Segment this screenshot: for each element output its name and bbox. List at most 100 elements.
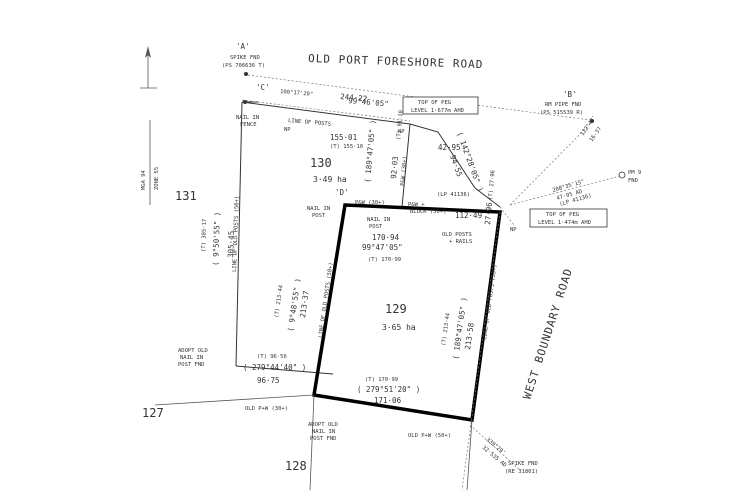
svg-text:P&W (30+): P&W (30+) bbox=[400, 156, 409, 186]
svg-text:LINE OF OLD POSTS (50+): LINE OF OLD POSTS (50+) bbox=[482, 264, 499, 340]
svg-text:ADOPT OLD: ADOPT OLD bbox=[178, 348, 208, 354]
svg-text:+ RAILS: + RAILS bbox=[449, 239, 472, 245]
svg-text:( 189°47'05" ): ( 189°47'05" ) bbox=[363, 119, 377, 183]
neighbour-boundaries bbox=[154, 394, 473, 491]
svg-text:99°46'05": 99°46'05" bbox=[348, 96, 389, 109]
svg-text:NAIL IN: NAIL IN bbox=[367, 217, 390, 223]
permanent-mark-pm9: PM 9 FND bbox=[618, 170, 641, 184]
svg-text:SPIKE FND: SPIKE FND bbox=[230, 55, 260, 61]
svg-text:NAIL IN: NAIL IN bbox=[236, 115, 259, 121]
svg-text:(T) 170·99: (T) 170·99 bbox=[368, 257, 401, 263]
survey-point-d: 'D' bbox=[335, 188, 349, 197]
lot-129-number: 129 bbox=[385, 302, 407, 316]
svg-text:(PS 706636 T): (PS 706636 T) bbox=[222, 63, 265, 69]
frontage-labels: 112·49 27·96 (T) 27·96 bbox=[455, 170, 515, 226]
svg-text:( 279°51'20" ): ( 279°51'20" ) bbox=[357, 385, 420, 394]
svg-text:NAIL IN: NAIL IN bbox=[307, 206, 330, 212]
svg-text:SPIKE FND: SPIKE FND bbox=[508, 461, 538, 467]
svg-text:170·94: 170·94 bbox=[372, 233, 400, 242]
level-box-right: TOP OF PEG LEVEL 1·474m AHD bbox=[529, 208, 608, 228]
survey-point-c: 'C' bbox=[256, 83, 270, 92]
lot-130-labels: 130 3·49 ha 155·01 (T) 155·10 99°46'05" … bbox=[201, 96, 405, 385]
svg-text:OLD P+W (50+): OLD P+W (50+) bbox=[408, 433, 451, 439]
level-box-top: TOP OF PEG LEVEL 1·677m AHD bbox=[402, 96, 479, 115]
svg-text:NP: NP bbox=[398, 129, 405, 135]
svg-text:(RE 31801): (RE 31801) bbox=[505, 469, 538, 475]
line-of-posts-north bbox=[241, 99, 411, 122]
svg-text:LEVEL 1·474m AHD: LEVEL 1·474m AHD bbox=[538, 220, 591, 226]
north-arrow bbox=[140, 46, 157, 89]
svg-text:(LP 41136): (LP 41136) bbox=[437, 192, 470, 198]
svg-text:(T) 96·56: (T) 96·56 bbox=[257, 354, 287, 360]
svg-text:POST: POST bbox=[369, 224, 383, 230]
survey-point-a: 'A' SPIKE FND (PS 706636 T) bbox=[222, 42, 265, 76]
svg-text:OLD POSTS: OLD POSTS bbox=[442, 232, 472, 238]
neighbour-lot-127: 127 bbox=[142, 406, 164, 420]
svg-text:TOP OF PEG: TOP OF PEG bbox=[418, 100, 451, 106]
neighbour-lot-128: 128 bbox=[285, 459, 307, 473]
svg-text:155·01: 155·01 bbox=[330, 133, 357, 142]
lot-130-area: 3·49 ha bbox=[313, 175, 347, 184]
svg-text:TOP OF PEG: TOP OF PEG bbox=[546, 212, 579, 218]
reference-lines-east: 122°43' 16·37 208°35'15" 47·95 AD (LP 41… bbox=[509, 115, 621, 208]
svg-text:112·49: 112·49 bbox=[455, 211, 482, 220]
svg-text:POST FND: POST FND bbox=[310, 436, 337, 442]
svg-text:213·58: 213·58 bbox=[463, 322, 476, 351]
svg-text:PM 9: PM 9 bbox=[628, 170, 641, 176]
svg-text:42·95: 42·95 bbox=[438, 143, 461, 152]
svg-text:99°47'05": 99°47'05" bbox=[362, 243, 403, 252]
svg-text:(T) 27·96: (T) 27·96 bbox=[488, 170, 497, 200]
svg-text:BLOCK (30+): BLOCK (30+) bbox=[410, 209, 446, 215]
datum-label: MGA 94 ZONE 55 bbox=[141, 120, 160, 205]
svg-text:16·37: 16·37 bbox=[589, 126, 603, 143]
svg-text:POST FND: POST FND bbox=[178, 362, 205, 368]
svg-text:'B': 'B' bbox=[563, 90, 577, 99]
svg-text:FND: FND bbox=[628, 178, 638, 184]
lot-129-area: 3·65 ha bbox=[382, 323, 416, 332]
svg-text:(PS 515539 R): (PS 515539 R) bbox=[540, 110, 583, 116]
svg-text:305·45: 305·45 bbox=[226, 231, 236, 258]
road-name-north: OLD PORT FORESHORE ROAD bbox=[308, 52, 484, 71]
svg-text:100°17'20": 100°17'20" bbox=[280, 89, 314, 98]
neighbour-lot-131: 131 bbox=[175, 189, 197, 203]
svg-text:ZONE 55: ZONE 55 bbox=[154, 167, 160, 190]
road-name-east: WEST BOUNDARY ROAD bbox=[520, 266, 575, 401]
svg-text:P&W +: P&W + bbox=[408, 202, 425, 208]
svg-text:POST: POST bbox=[312, 213, 326, 219]
svg-text:(T) 213·44: (T) 213·44 bbox=[441, 312, 452, 346]
svg-text:(T) 213·44: (T) 213·44 bbox=[274, 284, 285, 318]
svg-text:244·22: 244·22 bbox=[340, 92, 368, 103]
svg-text:( 9°50'55" ): ( 9°50'55" ) bbox=[211, 212, 222, 266]
svg-text:(T) 305·17: (T) 305·17 bbox=[201, 219, 208, 252]
svg-text:MGA 94: MGA 94 bbox=[141, 169, 147, 190]
svg-text:92·03: 92·03 bbox=[389, 156, 400, 179]
svg-text:94·55: 94·55 bbox=[448, 154, 464, 178]
svg-text:NAIL IN: NAIL IN bbox=[312, 429, 335, 435]
svg-text:27·96: 27·96 bbox=[483, 201, 494, 225]
svg-text:LEVEL 1·677m AHD: LEVEL 1·677m AHD bbox=[411, 108, 464, 114]
svg-text:213·37: 213·37 bbox=[298, 290, 311, 318]
svg-text:LINE OF OLD POSTS (50+): LINE OF OLD POSTS (50+) bbox=[232, 196, 241, 272]
east-road-boundary bbox=[461, 211, 501, 491]
svg-text:P&W (30+): P&W (30+) bbox=[355, 200, 385, 206]
survey-point-b: 'B' RM PIPE FND (PS 515539 R) bbox=[540, 90, 594, 123]
svg-text:NP: NP bbox=[284, 127, 291, 133]
field-notes: NAIL IN FENCE LINE OF POSTS NP NP NP NAI… bbox=[178, 115, 538, 475]
svg-text:'A': 'A' bbox=[236, 42, 250, 51]
lot-129-labels: 129 3·65 ha 170·94 99°47'05" (T) 170·99 … bbox=[274, 233, 476, 405]
spike-reference-line bbox=[469, 424, 521, 471]
svg-text:(T) 91·10: (T) 91·10 bbox=[396, 110, 405, 140]
svg-text:NP: NP bbox=[510, 227, 517, 233]
svg-text:OLD P+W (30+): OLD P+W (30+) bbox=[245, 406, 288, 412]
svg-text:(T) 170·99: (T) 170·99 bbox=[365, 377, 398, 383]
svg-text:ADOPT OLD: ADOPT OLD bbox=[308, 422, 338, 428]
svg-text:96·75: 96·75 bbox=[257, 376, 280, 385]
svg-text:LINE OF POSTS: LINE OF POSTS bbox=[288, 118, 331, 128]
svg-text:(T) 155·10: (T) 155·10 bbox=[330, 144, 363, 150]
svg-text:( 279°44'40" ): ( 279°44'40" ) bbox=[243, 363, 306, 372]
lot-130-number: 130 bbox=[310, 156, 332, 170]
svg-text:RM PIPE FND: RM PIPE FND bbox=[545, 102, 581, 108]
svg-text:NAIL IN: NAIL IN bbox=[180, 355, 203, 361]
svg-text:FENCE: FENCE bbox=[240, 122, 257, 128]
